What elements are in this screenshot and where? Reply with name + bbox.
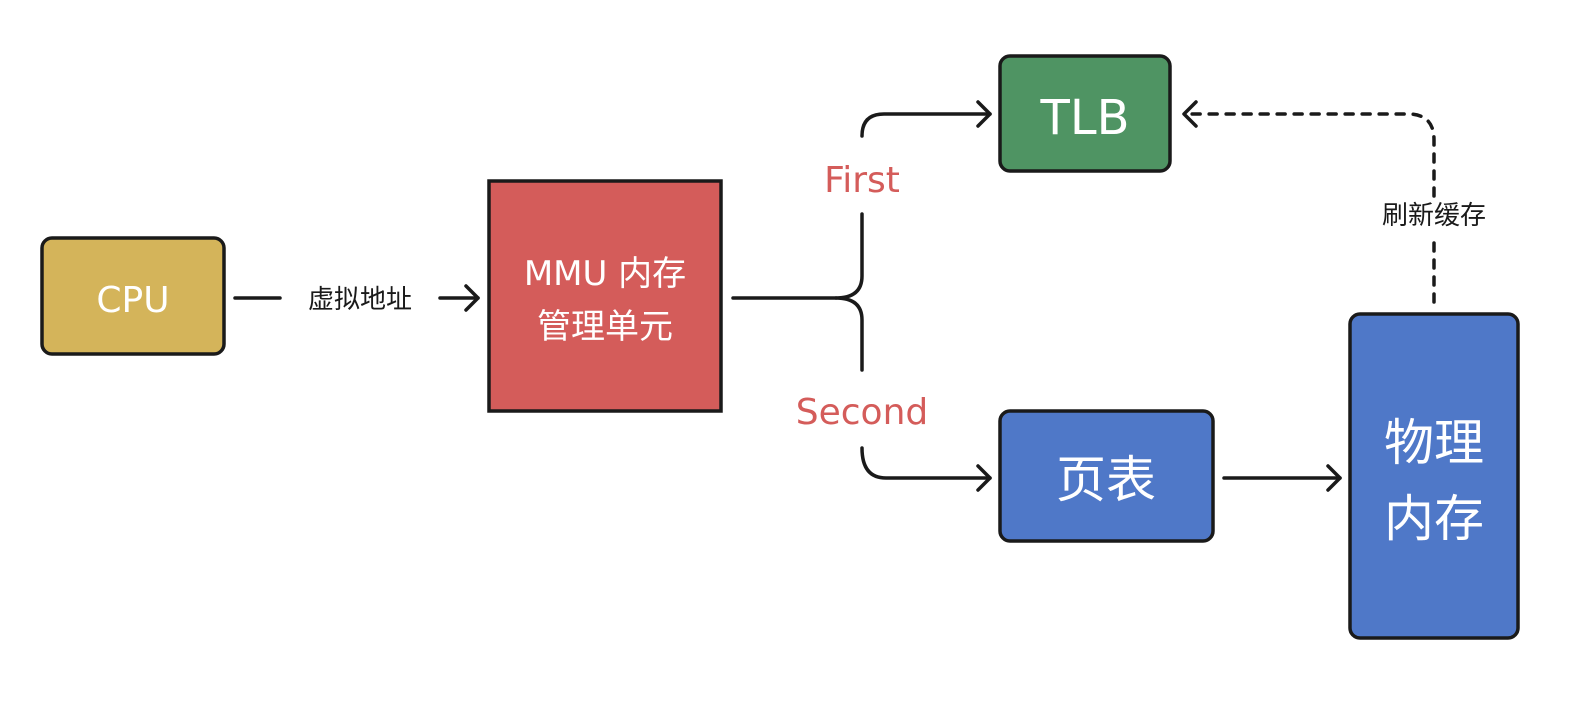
first-branch-line [860, 112, 992, 138]
physical-memory-label-line2: 内存 [1384, 490, 1484, 548]
branch-brace [834, 212, 864, 372]
second-label: Second [796, 392, 929, 433]
refresh-cache-label: 刷新缓存 [1382, 201, 1486, 231]
cpu-label: CPU [96, 280, 169, 321]
tlb-label: TLB [1040, 90, 1130, 146]
tlb-node: TLB [998, 54, 1172, 173]
physical-memory-label-line1: 物理 [1384, 414, 1484, 472]
refresh-arrowhead [1182, 100, 1198, 128]
second-branch-line [860, 446, 992, 480]
refresh-dashed-upper [1188, 112, 1436, 198]
page-table-arrowhead [976, 464, 992, 492]
physical-memory-node: 物理 内存 [1348, 312, 1520, 640]
mmu-box [487, 179, 723, 413]
cpu-node: CPU [40, 236, 226, 356]
tlb-arrowhead [976, 100, 992, 128]
page-table-box [998, 409, 1215, 543]
mmu-label-line1: MMU 内存 [524, 254, 686, 294]
physical-memory-box [1348, 312, 1520, 640]
tlb-box [998, 54, 1172, 173]
memory-arrowhead [1326, 464, 1342, 492]
mmu-node: MMU 内存 管理单元 [487, 179, 723, 413]
cpu-box [40, 236, 226, 356]
page-table-node: 页表 [998, 409, 1215, 543]
virtual-address-label: 虚拟地址 [308, 285, 412, 315]
mmu-label-line2: 管理单元 [537, 307, 673, 347]
cpu-to-mmu-arrowhead [464, 284, 480, 312]
first-label: First [824, 160, 900, 201]
page-table-label: 页表 [1056, 451, 1156, 509]
